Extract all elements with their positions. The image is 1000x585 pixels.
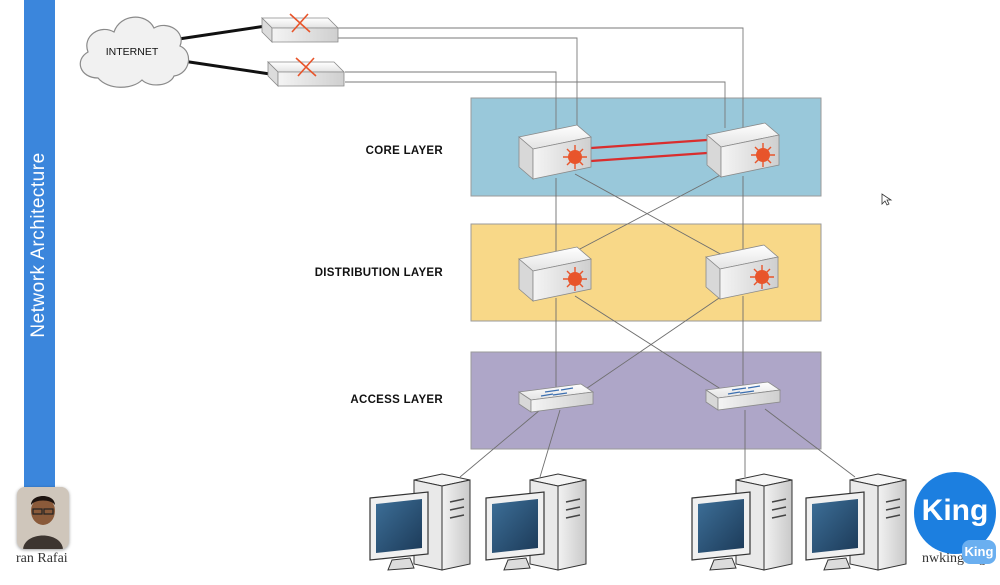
core-layer-label: CORE LAYER [365,145,443,157]
presenter-avatar [17,487,69,549]
distribution-switch-left [518,246,592,302]
workstation-4 [805,473,907,571]
workstation-3 [691,473,793,571]
access-switch-right [704,381,782,411]
mouse-cursor-icon [881,193,893,206]
distribution-layer-label: DISTRIBUTION LAYER [314,267,443,279]
sidebar-banner: Network Architecture [24,0,55,490]
edge-router-1 [261,13,339,43]
internet-label: INTERNET [106,46,159,58]
presenter-name: ran Rafai [16,551,68,566]
access-switch-left [517,383,595,413]
king-logo-mark: King [962,540,996,564]
core-switch-left [518,124,592,180]
workstation-1 [369,473,471,571]
core-links [590,138,708,163]
king-logo: King [914,472,996,554]
uplink-cables [338,27,744,130]
workstation-2 [485,473,587,571]
access-layer-label: ACCESS LAYER [350,394,443,406]
internet-cloud: INTERNET [79,16,190,88]
core-switch-right [706,122,780,178]
distribution-switch-right [705,244,779,300]
edge-router-2 [267,57,345,87]
internet-links [171,24,271,76]
network-links [459,169,856,478]
